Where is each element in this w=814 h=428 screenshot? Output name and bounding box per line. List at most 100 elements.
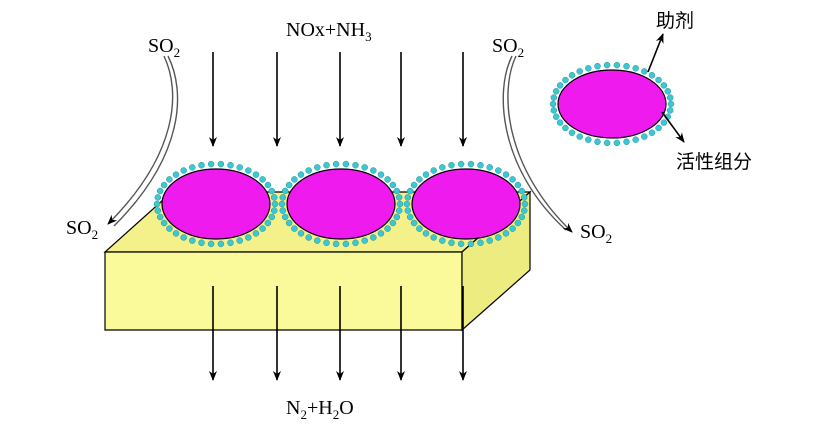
promoter-dot <box>576 68 583 75</box>
promoter-dot <box>393 213 401 221</box>
promoter-dot <box>207 160 215 168</box>
promoter-dot <box>502 171 510 178</box>
so2-label-top-right: SO2 <box>492 35 524 60</box>
promoter-dot <box>305 167 312 174</box>
promoter-dot <box>264 181 272 189</box>
promoter-dot <box>259 176 266 183</box>
promoter-dot <box>495 234 502 241</box>
promoter-dot <box>568 72 576 79</box>
legend-active-component-label: 活性组分 <box>676 151 752 173</box>
outlet-gas-label: N2+H2O <box>286 397 354 422</box>
promoter-dot <box>245 234 252 241</box>
promoter-dot <box>268 213 276 221</box>
outlet-arrows <box>209 286 467 381</box>
promoter-dot <box>664 88 672 95</box>
promoter-dot <box>430 167 437 174</box>
promoter-dot <box>660 82 668 89</box>
promoter-dot <box>641 133 648 140</box>
promoter-dot <box>377 230 385 237</box>
promoter-dot <box>245 167 252 174</box>
promoter-dot <box>594 138 601 146</box>
promoter-dot <box>467 160 475 168</box>
promoter-dot <box>342 160 350 168</box>
active-component-pointer <box>661 111 685 143</box>
so2-flow-left-outer <box>113 55 179 227</box>
promoter-dot <box>180 167 187 174</box>
promoter-dot <box>457 240 465 248</box>
promoter-dot <box>623 62 630 70</box>
promoter-dot <box>264 219 272 227</box>
promoter-dot <box>166 225 173 232</box>
promoter-dot <box>278 200 286 208</box>
promoter-dot <box>410 219 418 227</box>
promoter-dot <box>520 194 528 201</box>
promoter-dot <box>448 239 455 247</box>
promoter-dot <box>198 239 205 247</box>
active-component-ellipse <box>557 69 667 139</box>
promoter-dot <box>291 225 298 232</box>
promoter-dot <box>156 213 164 221</box>
active-particles <box>153 160 529 248</box>
promoter-dot <box>520 207 528 214</box>
so2-label-mid-left: SO2 <box>66 217 98 242</box>
promoter-dot <box>166 176 173 183</box>
promoter-dot <box>352 239 359 247</box>
promoter-dot <box>585 136 592 143</box>
promoter-dot <box>406 213 414 221</box>
promoter-dot <box>172 230 180 237</box>
promoter-dot <box>207 240 215 248</box>
support-front-face <box>104 251 463 331</box>
promoter-dot <box>227 239 234 247</box>
promoter-dot <box>556 119 564 126</box>
promoter-dot <box>406 187 414 195</box>
promoter-dot <box>518 187 526 195</box>
promoter-dot <box>403 200 411 208</box>
promoter-dot <box>370 234 377 241</box>
active-component-ellipse <box>161 168 271 240</box>
promoter-dot <box>279 207 287 214</box>
promoter-dot <box>666 107 674 114</box>
particle-2 <box>278 160 404 248</box>
promoter-dot <box>550 107 558 114</box>
promoter-dot <box>623 138 630 146</box>
promoter-dot <box>252 230 260 237</box>
promoter-dot <box>395 194 403 201</box>
promoter-dot <box>410 181 418 189</box>
inlet-gas-label: NOx+NH3 <box>286 19 372 44</box>
promoter-dot <box>613 139 621 147</box>
promoter-dot <box>189 237 196 244</box>
inlet-arrows <box>209 52 467 147</box>
promoter-dot <box>384 176 391 183</box>
promoter-dot <box>342 240 350 248</box>
promoter-dot <box>323 161 330 169</box>
legend-particle <box>549 61 675 147</box>
promoter-dot <box>562 124 569 132</box>
promoter-dot <box>514 219 522 227</box>
promoter-dot <box>404 207 412 214</box>
promoter-dot <box>477 161 484 169</box>
promoter-dot <box>217 160 225 168</box>
promoter-dot <box>509 225 516 232</box>
promoter-dot <box>556 82 564 89</box>
promoter-dot <box>416 176 423 183</box>
so2-flow-right-inner <box>507 55 573 233</box>
promoter-dot <box>648 72 656 79</box>
promoter-dot <box>285 181 293 189</box>
promoter-dot <box>477 239 484 247</box>
promoter-dot <box>467 240 475 248</box>
promoter-dot <box>655 124 662 132</box>
promoter-pointer <box>647 33 664 73</box>
promoter-dot <box>384 225 391 232</box>
particle-1 <box>153 160 279 248</box>
promoter-dot <box>632 136 639 143</box>
promoter-dot <box>160 181 168 189</box>
legend-particle-shape <box>549 61 675 147</box>
promoter-dot <box>667 100 675 108</box>
promoter-dot <box>603 139 611 147</box>
promoter-dot <box>153 200 161 208</box>
promoter-dot <box>285 219 293 227</box>
promoter-dot <box>180 234 187 241</box>
promoter-dot <box>172 171 180 178</box>
promoter-dot <box>439 237 446 244</box>
